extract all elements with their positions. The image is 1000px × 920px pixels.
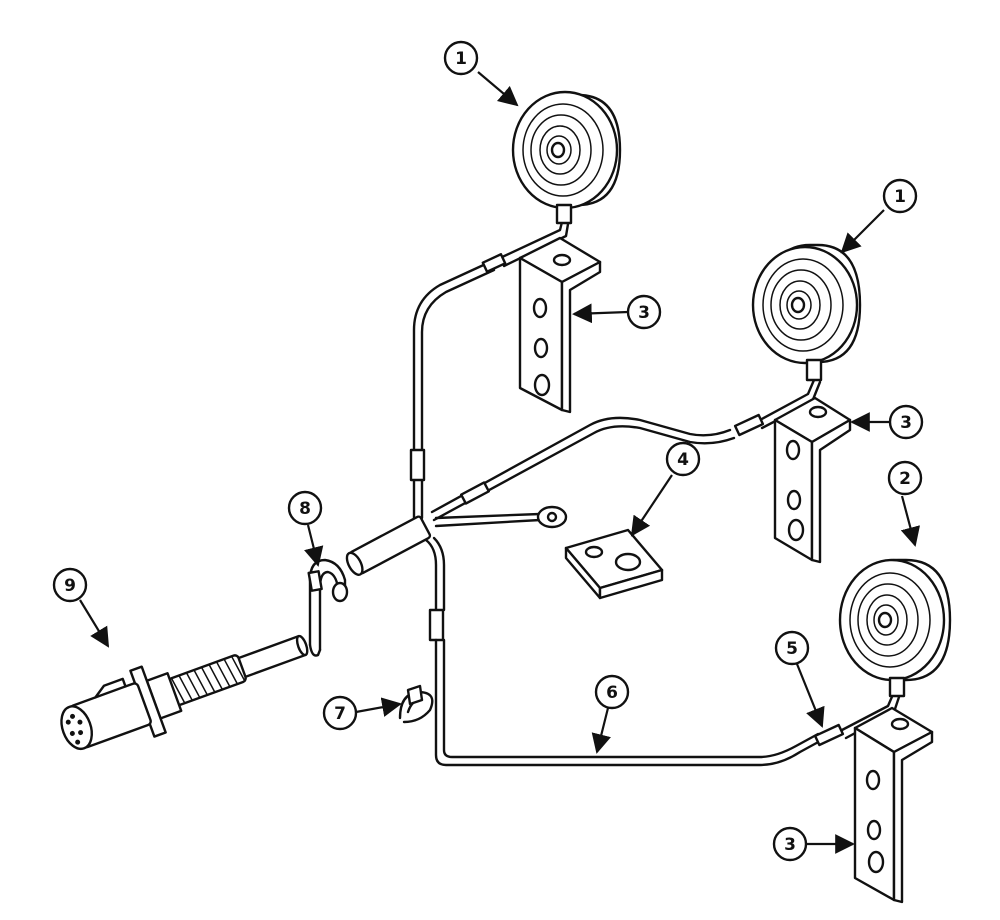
callout-5: 5 (774, 630, 825, 728)
callout-4: 4 (630, 441, 701, 537)
svg-text:2: 2 (899, 469, 911, 489)
lamp-lower (838, 558, 952, 698)
callouts: 1 1 2 3 3 3 (52, 40, 924, 862)
callout-7: 7 (322, 695, 402, 731)
callout-3-lower: 3 (772, 826, 855, 862)
callout-3-upper: 3 (572, 294, 662, 330)
svg-text:8: 8 (299, 499, 311, 519)
callout-3-middle: 3 (850, 404, 924, 440)
svg-text:1: 1 (455, 49, 467, 69)
svg-text:7: 7 (334, 704, 346, 724)
callout-2: 2 (887, 460, 923, 547)
lamp-middle (751, 243, 862, 382)
clip-7 (398, 684, 434, 724)
svg-text:4: 4 (677, 450, 689, 470)
callout-1-middle: 1 (840, 178, 918, 254)
bracket-lower (853, 706, 934, 904)
plate (564, 528, 664, 600)
svg-text:3: 3 (900, 413, 912, 433)
lamp-upper (511, 90, 622, 225)
svg-text:9: 9 (64, 576, 76, 596)
callout-1-upper: 1 (443, 40, 519, 107)
svg-text:3: 3 (784, 835, 796, 855)
plug-9 (60, 634, 309, 751)
svg-text:5: 5 (786, 639, 798, 659)
callout-6: 6 (591, 674, 630, 754)
bracket-upper (518, 236, 602, 414)
clip-8 (307, 558, 349, 657)
svg-text:3: 3 (638, 303, 650, 323)
callout-9: 9 (52, 567, 110, 648)
bracket-middle (773, 396, 852, 564)
callout-8: 8 (287, 490, 324, 567)
svg-text:1: 1 (894, 187, 906, 207)
svg-text:6: 6 (606, 683, 618, 703)
